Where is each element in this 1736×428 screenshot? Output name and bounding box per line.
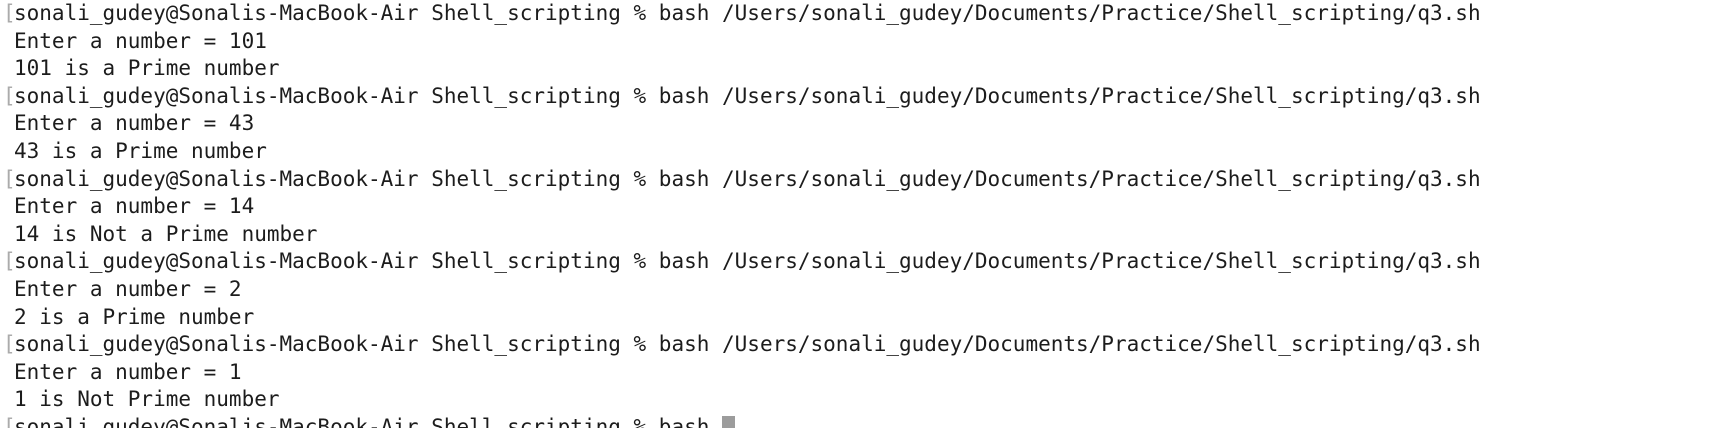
- output-line: 1 is Not Prime number: [14, 386, 1736, 414]
- prompt-bracket: [: [3, 166, 16, 191]
- command-text: bash /Users/sonali_gudey/Documents/Pract…: [658, 249, 1481, 274]
- output-line: Enter a number = 43: [14, 110, 1736, 138]
- prompt-text: sonali_gudey@Sonalis-MacBook-Air Shell_s…: [14, 166, 659, 191]
- prompt-bracket: [: [3, 414, 16, 428]
- output-text: Enter a number = 43: [14, 111, 255, 136]
- prompt-text: sonali_gudey@Sonalis-MacBook-Air Shell_s…: [14, 249, 659, 274]
- output-text: 2 is a Prime number: [14, 304, 255, 329]
- prompt-text: sonali_gudey@Sonalis-MacBook-Air Shell_s…: [14, 83, 659, 108]
- prompt-text: sonali_gudey@Sonalis-MacBook-Air Shell_s…: [14, 332, 659, 357]
- prompt-text: sonali_gudey@Sonalis-MacBook-Air Shell_s…: [14, 1, 659, 25]
- prompt-line: [sonali_gudey@Sonalis-MacBook-Air Shell_…: [3, 414, 1736, 428]
- prompt-line: [sonali_gudey@Sonalis-MacBook-Air Shell_…: [3, 0, 1736, 28]
- output-line: 14 is Not a Prime number: [14, 221, 1736, 249]
- prompt-line: [sonali_gudey@Sonalis-MacBook-Air Shell_…: [3, 248, 1736, 276]
- output-text: 101 is a Prime number: [14, 56, 280, 81]
- output-line: 101 is a Prime number: [14, 55, 1736, 83]
- output-line: Enter a number = 2: [14, 276, 1736, 304]
- output-line: Enter a number = 1: [14, 359, 1736, 387]
- prompt-line: [sonali_gudey@Sonalis-MacBook-Air Shell_…: [3, 83, 1736, 111]
- block-cursor: [722, 415, 736, 428]
- output-line: Enter a number = 101: [14, 28, 1736, 56]
- prompt-text: sonali_gudey@Sonalis-MacBook-Air Shell_s…: [14, 414, 659, 428]
- command-text: bash /Users/sonali_gudey/Documents/Pract…: [658, 166, 1481, 191]
- output-line: 2 is a Prime number: [14, 304, 1736, 332]
- output-text: 43 is a Prime number: [14, 138, 267, 163]
- command-text: bash /Users/sonali_gudey/Documents/Pract…: [658, 83, 1481, 108]
- prompt-bracket: [: [3, 332, 16, 357]
- prompt-line: [sonali_gudey@Sonalis-MacBook-Air Shell_…: [3, 166, 1736, 194]
- output-line: 43 is a Prime number: [14, 138, 1736, 166]
- output-text: Enter a number = 1: [14, 359, 242, 384]
- output-text: 14 is Not a Prime number: [14, 221, 318, 246]
- prompt-bracket: [: [3, 83, 16, 108]
- command-text: bash /Users/sonali_gudey/Documents/Pract…: [658, 332, 1481, 357]
- command-text: bash: [658, 414, 723, 428]
- output-text: Enter a number = 14: [14, 194, 255, 219]
- output-text: Enter a number = 2: [14, 276, 242, 301]
- output-line: Enter a number = 14: [14, 193, 1736, 221]
- prompt-bracket: [: [3, 1, 16, 25]
- output-text: Enter a number = 101: [14, 28, 267, 53]
- output-text: 1 is Not Prime number: [14, 387, 280, 412]
- prompt-line: [sonali_gudey@Sonalis-MacBook-Air Shell_…: [3, 331, 1736, 359]
- command-text: bash /Users/sonali_gudey/Documents/Pract…: [658, 1, 1481, 25]
- prompt-bracket: [: [3, 249, 16, 274]
